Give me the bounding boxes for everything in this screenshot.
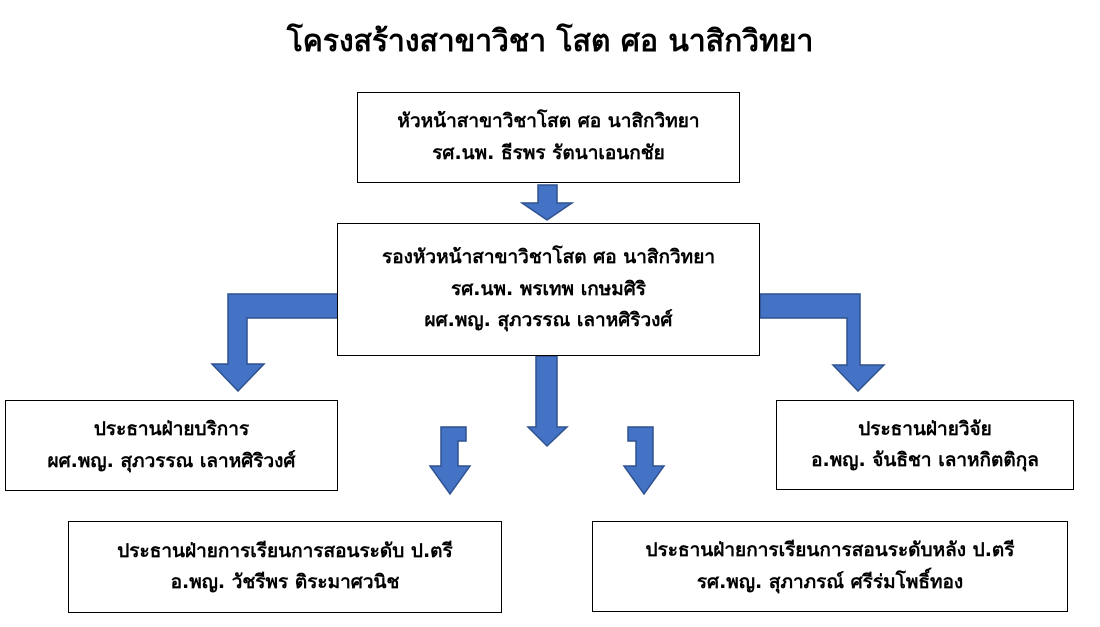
page-title: โครงสร้างสาขาวิชา โสต ศอ นาสิกวิทยา xyxy=(286,24,814,59)
undergrad-position: ประธานฝ่ายการเรียนการสอนระดับ ป.ตรี xyxy=(117,539,453,562)
arrow-head-to-deputy xyxy=(519,184,575,221)
service-position: ประธานฝ่ายบริการ xyxy=(93,418,250,441)
postgrad-box: ประธานฝ่ายการเรียนการสอนระดับหลัง ป.ตรี … xyxy=(592,521,1068,612)
research-position: ประธานฝ่ายวิจัย xyxy=(858,417,992,440)
arrow-deputy-to-research xyxy=(759,293,886,393)
deputy-name-1: รศ.นพ. พรเทพ เกษมศิริ xyxy=(450,277,647,300)
service-name: ผศ.พญ. สุภวรรณ เลาหศิริวงศ์ xyxy=(47,449,296,472)
arrow-split-to-undergrad xyxy=(428,426,472,496)
undergrad-name: อ.พญ. วัชรีพร ติระมาศวนิช xyxy=(170,571,400,593)
deputy-name-2: ผศ.พญ. สุภวรรณ เลาหศิริวงศ์ xyxy=(424,309,673,332)
head-box: หัวหน้าสาขาวิชาโสต ศอ นาสิกวิทยา รศ.นพ. … xyxy=(357,92,740,183)
deputy-position: รองหัวหน้าสาขาวิชาโสต ศอ นาสิกวิทยา xyxy=(381,246,716,269)
postgrad-name: รศ.พญ. สุภาภรณ์ ศรีร่มโพธิ์ทอง xyxy=(696,570,964,593)
arrow-deputy-to-teaching xyxy=(526,355,569,448)
arrow-split-to-postgrad xyxy=(622,426,666,496)
research-box: ประธานฝ่ายวิจัย อ.พญ. จันธิชา เลาหกิตติก… xyxy=(776,400,1074,490)
head-name: รศ.นพ. ธีรพร รัตนาเอนกชัย xyxy=(432,141,665,164)
head-position: หัวหน้าสาขาวิชาโสต ศอ นาสิกวิทยา xyxy=(397,110,700,133)
research-name: อ.พญ. จันธิชา เลาหกิตติกุล xyxy=(811,449,1039,471)
postgrad-position: ประธานฝ่ายการเรียนการสอนระดับหลัง ป.ตรี xyxy=(645,539,1015,562)
deputy-box: รองหัวหน้าสาขาวิชาโสต ศอ นาสิกวิทยา รศ.น… xyxy=(337,223,760,356)
undergrad-box: ประธานฝ่ายการเรียนการสอนระดับ ป.ตรี อ.พญ… xyxy=(68,521,502,613)
arrow-deputy-to-service xyxy=(210,293,341,393)
service-box: ประธานฝ่ายบริการ ผศ.พญ. สุภวรรณ เลาหศิริ… xyxy=(5,400,338,491)
